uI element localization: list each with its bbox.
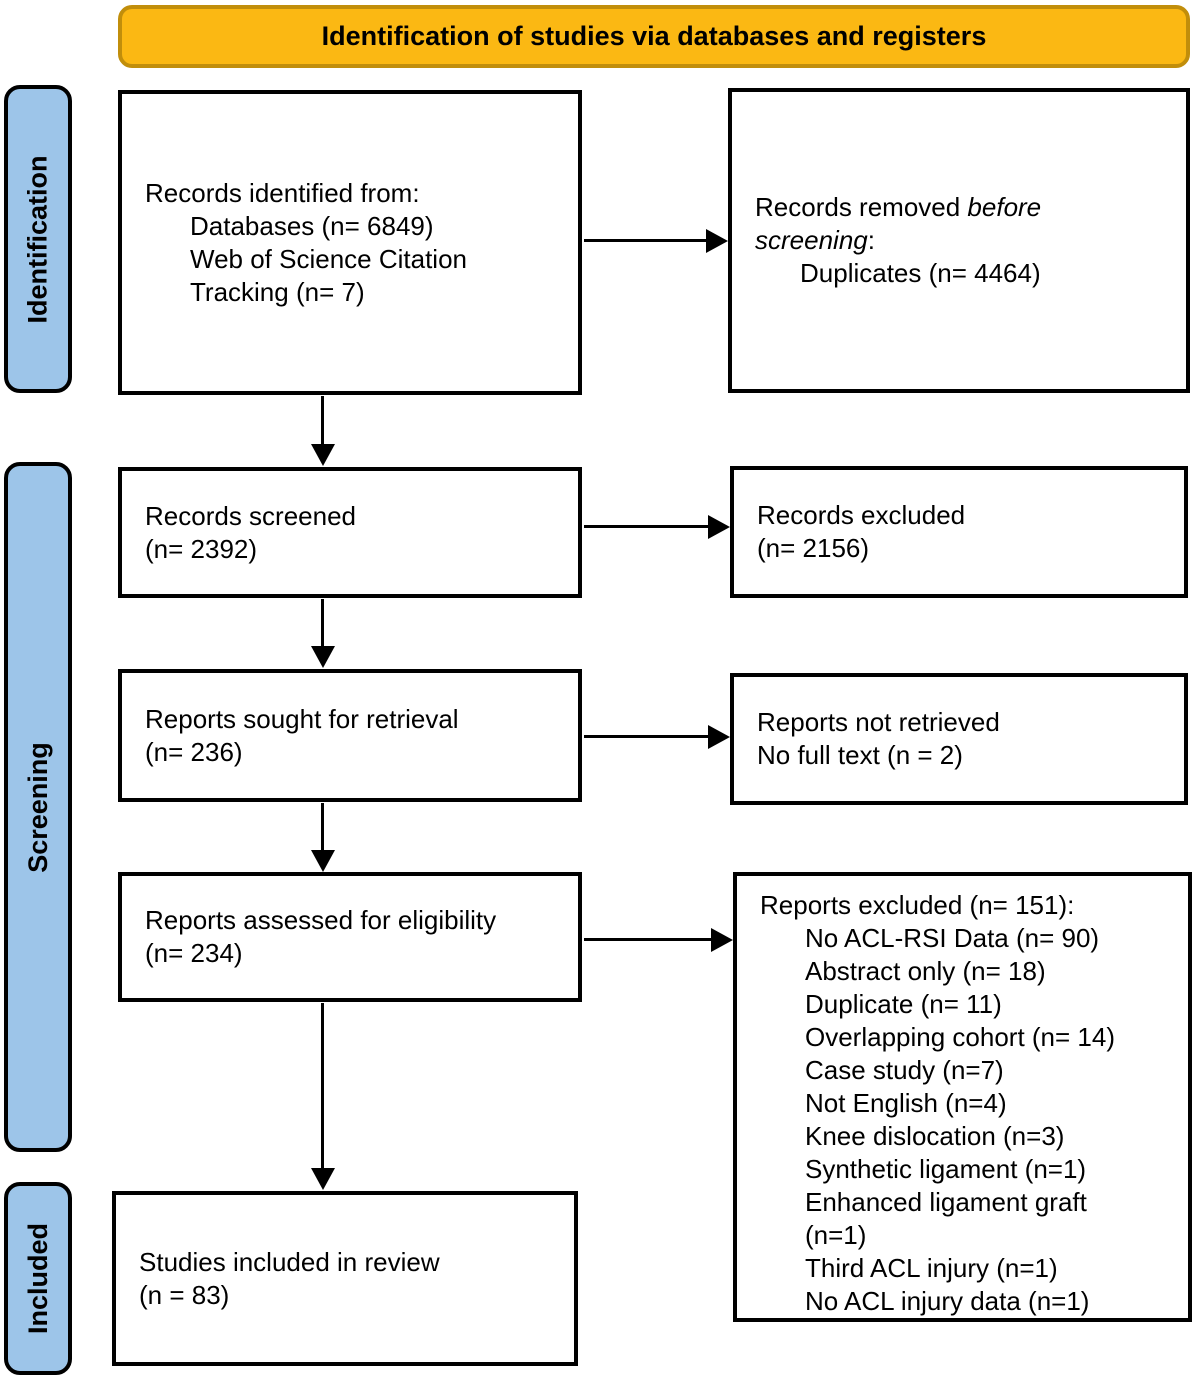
box-line: Studies included in review xyxy=(116,1246,574,1279)
box-line-segment: Reports excluded (n= 151): xyxy=(760,890,1075,920)
box-line-segment: Case study (n=7) xyxy=(805,1055,1004,1085)
reports-assessed-box: Reports assessed for eligibility(n= 234) xyxy=(118,872,582,1002)
box-line-segment: Studies included in review xyxy=(139,1246,440,1277)
box-line-segment: Reports sought for retrieval xyxy=(145,703,459,734)
box-line-segment: Duplicate (n= 11) xyxy=(805,989,1002,1019)
box-line: Enhanced ligament graft xyxy=(737,1186,1188,1219)
box-line-segment: (n=1) xyxy=(805,1220,867,1250)
box-line: (n= 236) xyxy=(122,736,578,769)
arrow-assessed-to-included xyxy=(321,1003,324,1168)
box-line-segment: Records excluded xyxy=(757,500,966,530)
records-screened-box: Records screened(n= 2392) xyxy=(118,467,582,598)
box-line: Duplicates (n= 4464) xyxy=(732,257,1186,290)
arrow-assessed-to-reports-excluded xyxy=(584,938,711,941)
reports-sought-box: Reports sought for retrieval(n= 236) xyxy=(118,669,582,802)
box-line-segment: No full text (n = 2) xyxy=(757,740,963,770)
box-line: Records identified from: xyxy=(122,177,578,210)
box-line: Reports not retrieved xyxy=(734,706,1184,739)
box-line-segment: Records screened xyxy=(145,500,356,531)
box-line: Records removed before xyxy=(732,191,1186,224)
box-line: (n = 83) xyxy=(116,1279,574,1312)
box-line-segment-italic: screening xyxy=(755,225,868,255)
diagram-title-banner: Identification of studies via databases … xyxy=(118,5,1190,68)
box-line: Tracking (n= 7) xyxy=(122,276,578,309)
box-line: Not English (n=4) xyxy=(737,1087,1188,1120)
box-line-segment: (n = 83) xyxy=(139,1279,230,1310)
box-line: Records screened xyxy=(122,500,578,533)
box-line-segment: (n= 2392) xyxy=(145,533,258,564)
arrow-identified-to-screened xyxy=(321,396,324,444)
box-line-segment: Knee dislocation (n=3) xyxy=(805,1121,1065,1151)
box-line: Reports excluded (n= 151): xyxy=(737,889,1188,922)
box-line: No ACL injury data (n=1) xyxy=(737,1285,1188,1318)
box-line-segment: Reports assessed for eligibility xyxy=(145,905,497,935)
diagram-title-text: Identification of studies via databases … xyxy=(321,21,987,51)
arrow-screened-to-sought xyxy=(321,599,324,646)
box-line: Overlapping cohort (n= 14) xyxy=(737,1021,1188,1054)
arrow-sought-to-assessed xyxy=(321,803,324,850)
box-line-segment: Web of Science Citation xyxy=(190,243,467,274)
box-line: (n=1) xyxy=(737,1219,1188,1252)
box-line: Records excluded xyxy=(734,499,1184,532)
box-line: (n= 2156) xyxy=(734,532,1184,565)
stage-included: Included xyxy=(4,1182,72,1375)
box-line: Databases (n= 6849) xyxy=(122,210,578,243)
box-line-segment: (n= 234) xyxy=(145,938,243,968)
records-identified-box: Records identified from:Databases (n= 68… xyxy=(118,90,582,395)
box-line: (n= 234) xyxy=(122,937,578,970)
box-line-segment: Tracking (n= 7) xyxy=(190,276,365,307)
box-line: Reports assessed for eligibility xyxy=(122,904,578,937)
stage-identification: Identification xyxy=(4,85,72,393)
studies-included-box: Studies included in review(n = 83) xyxy=(112,1191,578,1366)
box-line: Web of Science Citation xyxy=(122,243,578,276)
stage-screening-label: Screening xyxy=(22,741,53,873)
box-line: (n= 2392) xyxy=(122,533,578,566)
reports-excluded-box: Reports excluded (n= 151):No ACL-RSI Dat… xyxy=(733,872,1192,1322)
box-line-segment: Abstract only (n= 18) xyxy=(805,956,1046,986)
stage-included-label: Included xyxy=(22,1222,53,1335)
box-line: No full text (n = 2) xyxy=(734,739,1184,772)
box-line-segment: Reports not retrieved xyxy=(757,707,1000,737)
box-line: Synthetic ligament (n=1) xyxy=(737,1153,1188,1186)
box-line-segment: Duplicates (n= 4464) xyxy=(800,258,1041,288)
box-line-segment: (n= 2156) xyxy=(757,533,870,563)
box-line: Abstract only (n= 18) xyxy=(737,955,1188,988)
box-line-segment: : xyxy=(867,225,875,255)
box-line: Knee dislocation (n=3) xyxy=(737,1120,1188,1153)
arrow-sought-to-not-retrieved xyxy=(584,735,708,738)
box-line: Duplicate (n= 11) xyxy=(737,988,1188,1021)
arrow-screened-to-excluded xyxy=(584,525,708,528)
box-line-segment: (n= 236) xyxy=(145,736,243,767)
box-line-segment: No ACL-RSI Data (n= 90) xyxy=(805,923,1100,953)
box-line-segment: Synthetic ligament (n=1) xyxy=(805,1154,1087,1184)
box-line-segment: No ACL injury data (n=1) xyxy=(805,1286,1090,1316)
box-line-segment: Records removed xyxy=(755,192,968,222)
box-line: Case study (n=7) xyxy=(737,1054,1188,1087)
box-line-segment: Databases (n= 6849) xyxy=(190,210,434,241)
box-line-segment: Third ACL injury (n=1) xyxy=(805,1253,1058,1283)
records-excluded-box: Records excluded(n= 2156) xyxy=(730,466,1188,598)
box-line-segment: Enhanced ligament graft xyxy=(805,1187,1087,1217)
box-line-segment-italic: before xyxy=(967,192,1042,222)
stage-screening: Screening xyxy=(4,462,72,1152)
box-line-segment: Overlapping cohort (n= 14) xyxy=(805,1022,1116,1052)
box-line: No ACL-RSI Data (n= 90) xyxy=(737,922,1188,955)
box-line: Third ACL injury (n=1) xyxy=(737,1252,1188,1285)
box-line: screening: xyxy=(732,224,1186,257)
box-line-segment: Not English (n=4) xyxy=(805,1088,1007,1118)
box-line-segment: Records identified from: xyxy=(145,177,420,208)
arrow-identified-to-removed xyxy=(584,239,706,242)
box-line: Reports sought for retrieval xyxy=(122,703,578,736)
stage-identification-label: Identification xyxy=(22,155,53,323)
